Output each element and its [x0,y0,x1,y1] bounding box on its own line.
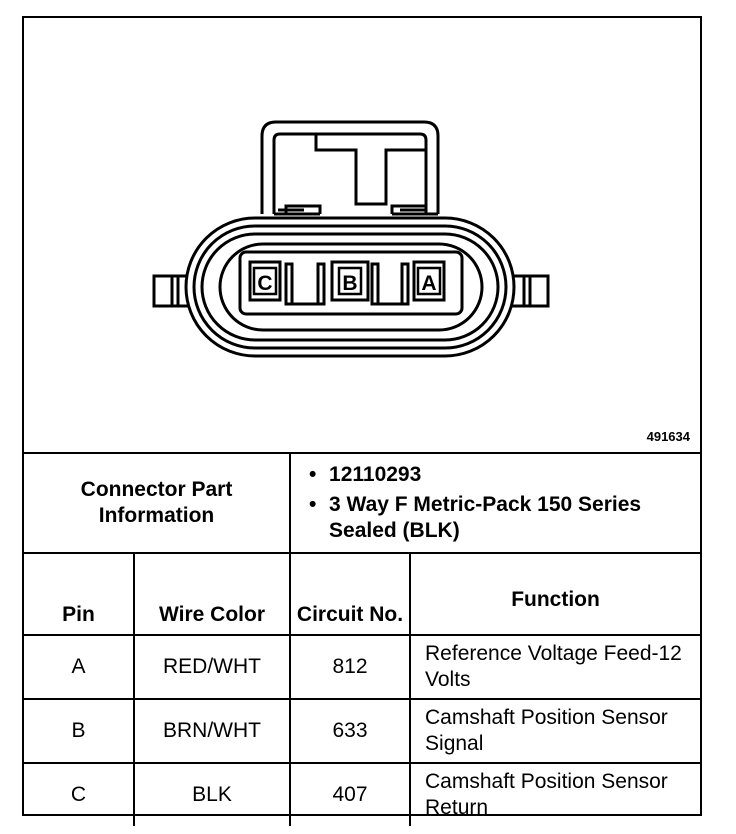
circuit-cell: 407 [289,762,412,826]
pin-label-c: C [257,272,272,295]
pin-label-b: B [342,272,357,295]
part-description: 3 Way F Metric-Pack 150 Series Sealed (B… [309,492,700,544]
part-info-label: Connector Part Information [24,452,292,554]
header-circuit-no: Circuit No. [289,552,412,636]
connector-info-table: Connector Part Information 12110293 3 Wa… [24,452,701,826]
table-header-row: Pin Wire Color Circuit No. Function [24,552,701,636]
part-info-row: Connector Part Information 12110293 3 Wa… [24,452,701,554]
figure-number: 491634 [646,429,690,444]
connector-figure: C B A 491634 [24,18,700,452]
side-tabs [152,274,550,308]
header-function: Function [409,552,701,636]
pin-cell: A [24,634,135,700]
circuit-cell: 812 [289,634,412,700]
connector-diagram-frame: C B A 491634 Connector Part Information … [22,16,702,826]
wire-color-cell: BRN/WHT [132,698,292,764]
part-number: 12110293 [309,462,700,488]
header-pin: Pin [24,552,135,636]
function-cell: Camshaft Position Sensor Signal [409,698,701,764]
wire-color-cell: RED/WHT [132,634,292,700]
pin-label-boxes [252,266,442,296]
function-cell: Reference Voltage Feed-12 Volts [409,634,701,700]
connector-latch [260,120,440,216]
part-info-list: 12110293 3 Way F Metric-Pack 150 Series … [289,452,701,554]
table-row: B BRN/WHT 633 Camshaft Position Sensor S… [24,698,701,764]
pin-cell: C [24,762,135,826]
header-wire-color: Wire Color [132,552,292,636]
circuit-cell: 633 [289,698,412,764]
table-row: C BLK 407 Camshaft Position Sensor Retur… [24,762,701,826]
pin-label-a: A [421,272,436,295]
function-cell: Camshaft Position Sensor Return [409,762,701,826]
table-row: A RED/WHT 812 Reference Voltage Feed-12 … [24,634,701,700]
wire-color-cell: BLK [132,762,292,826]
connector-drawing: C B A [152,120,550,358]
pin-cell: B [24,698,135,764]
